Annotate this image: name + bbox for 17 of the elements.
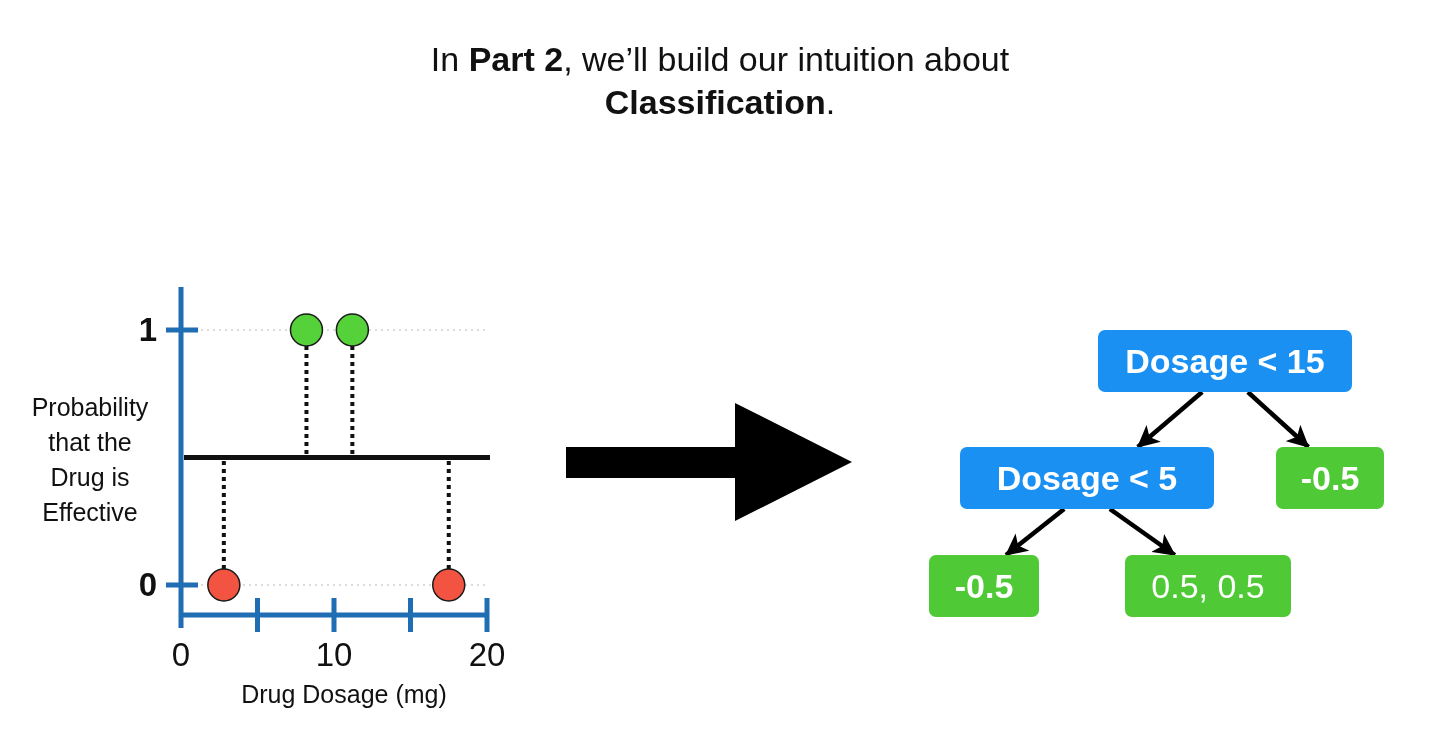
- decision-node: Dosage < 5: [960, 447, 1214, 509]
- arrow: [1246, 390, 1310, 449]
- title: In Part 2, we’ll build our intuition about Classification.: [429, 39, 1011, 123]
- arrow: [1136, 390, 1204, 449]
- leaf-node: 0.5, 0.5: [1125, 555, 1291, 617]
- decision-node: Dosage < 15: [1098, 330, 1352, 392]
- arrow: [1004, 507, 1066, 557]
- tick-label: 0: [137, 567, 157, 603]
- tick-label: 1: [137, 312, 157, 348]
- tick-label: 10: [314, 637, 354, 673]
- tick-label: 20: [467, 637, 507, 673]
- axis-title: Probability that the Drug is Effective: [30, 392, 150, 528]
- axis-title: Drug Dosage (mg): [240, 679, 448, 710]
- arrow: [1108, 507, 1177, 557]
- tick-label: 0: [170, 637, 192, 673]
- leaf-node: -0.5: [1276, 447, 1384, 509]
- leaf-node: -0.5: [929, 555, 1039, 617]
